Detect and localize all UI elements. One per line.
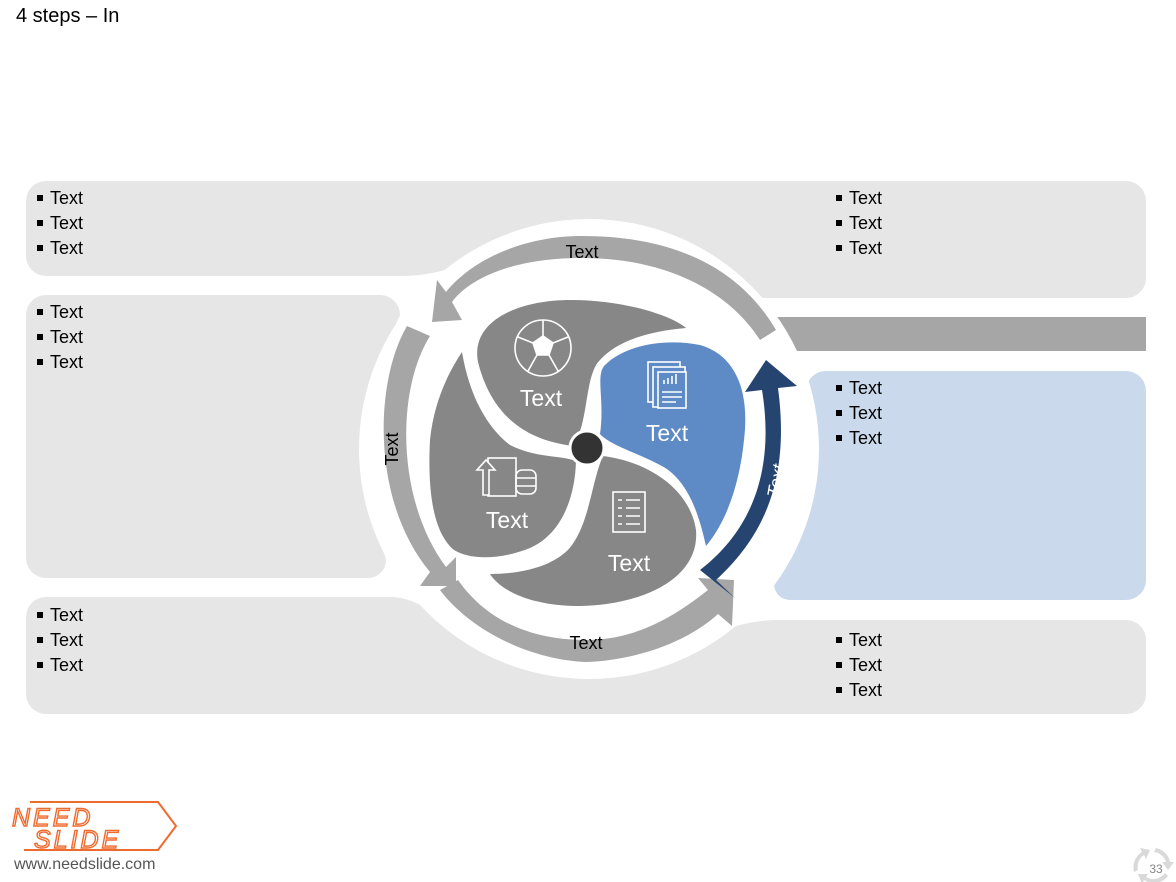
list-item: Text bbox=[834, 653, 882, 678]
report-chart-icon bbox=[647, 361, 687, 409]
logo-line1: NEED bbox=[12, 804, 93, 832]
checklist-icon bbox=[612, 491, 646, 533]
arrow-top-label: Text bbox=[565, 242, 598, 262]
exit-bar bbox=[740, 317, 1146, 351]
list-item: Text bbox=[834, 376, 882, 401]
list-item: Text bbox=[834, 678, 882, 703]
list-item: Text bbox=[35, 325, 83, 350]
upload-coins-icon bbox=[475, 457, 537, 497]
list-item: Text bbox=[35, 653, 83, 678]
list-item: Text bbox=[834, 186, 882, 211]
page-number-badge: 33 bbox=[1133, 848, 1174, 882]
footer-url[interactable]: www.needslide.com bbox=[14, 856, 156, 873]
list-item: Text bbox=[35, 603, 83, 628]
arrow-top bbox=[432, 236, 776, 340]
arrow-left bbox=[383, 326, 456, 586]
bullets-bottom-right: Text Text Text bbox=[834, 628, 882, 703]
segment-right-label: Text bbox=[646, 420, 689, 446]
list-item: Text bbox=[35, 211, 83, 236]
panel-mid-right bbox=[774, 370, 1146, 600]
arrow-bottom-label: Text bbox=[569, 633, 602, 653]
list-item: Text bbox=[35, 300, 83, 325]
list-item: Text bbox=[35, 186, 83, 211]
segment-top-label: Text bbox=[520, 385, 563, 411]
bullets-mid-left: Text Text Text bbox=[35, 300, 83, 375]
hub bbox=[568, 429, 606, 467]
list-item: Text bbox=[35, 628, 83, 653]
segment-top[interactable] bbox=[477, 300, 686, 446]
list-item: Text bbox=[35, 350, 83, 375]
list-item: Text bbox=[834, 426, 882, 451]
needslide-logo: NEED SLIDE bbox=[11, 801, 178, 852]
slide-title: 4 steps – In bbox=[16, 5, 120, 27]
bullets-bottom-left: Text Text Text bbox=[35, 603, 83, 678]
logo-line2: SLIDE bbox=[34, 826, 121, 852]
arrow-bottom bbox=[440, 578, 734, 662]
arrow-right[interactable] bbox=[700, 360, 797, 598]
page-number: 33 bbox=[1149, 862, 1163, 876]
bullets-top-left: Text Text Text bbox=[35, 186, 83, 261]
list-item: Text bbox=[834, 401, 882, 426]
list-item: Text bbox=[834, 236, 882, 261]
panel-mid-left bbox=[26, 295, 400, 578]
list-item: Text bbox=[35, 236, 83, 261]
panel-bottom-connector bbox=[26, 597, 1146, 714]
panel-top-connector bbox=[26, 181, 1146, 298]
segment-right[interactable] bbox=[600, 342, 746, 546]
soccer-ball-icon bbox=[514, 319, 572, 377]
segment-left[interactable] bbox=[429, 352, 576, 558]
recycle-arrows-icon bbox=[1133, 848, 1174, 882]
list-item: Text bbox=[834, 211, 882, 236]
arrow-left-label: Text bbox=[382, 432, 402, 465]
list-item: Text bbox=[834, 628, 882, 653]
segment-left-label: Text bbox=[486, 507, 529, 533]
segment-bottom-label: Text bbox=[608, 550, 651, 576]
bullets-top-right: Text Text Text bbox=[834, 186, 882, 261]
bullets-mid-right: Text Text Text bbox=[834, 376, 882, 451]
